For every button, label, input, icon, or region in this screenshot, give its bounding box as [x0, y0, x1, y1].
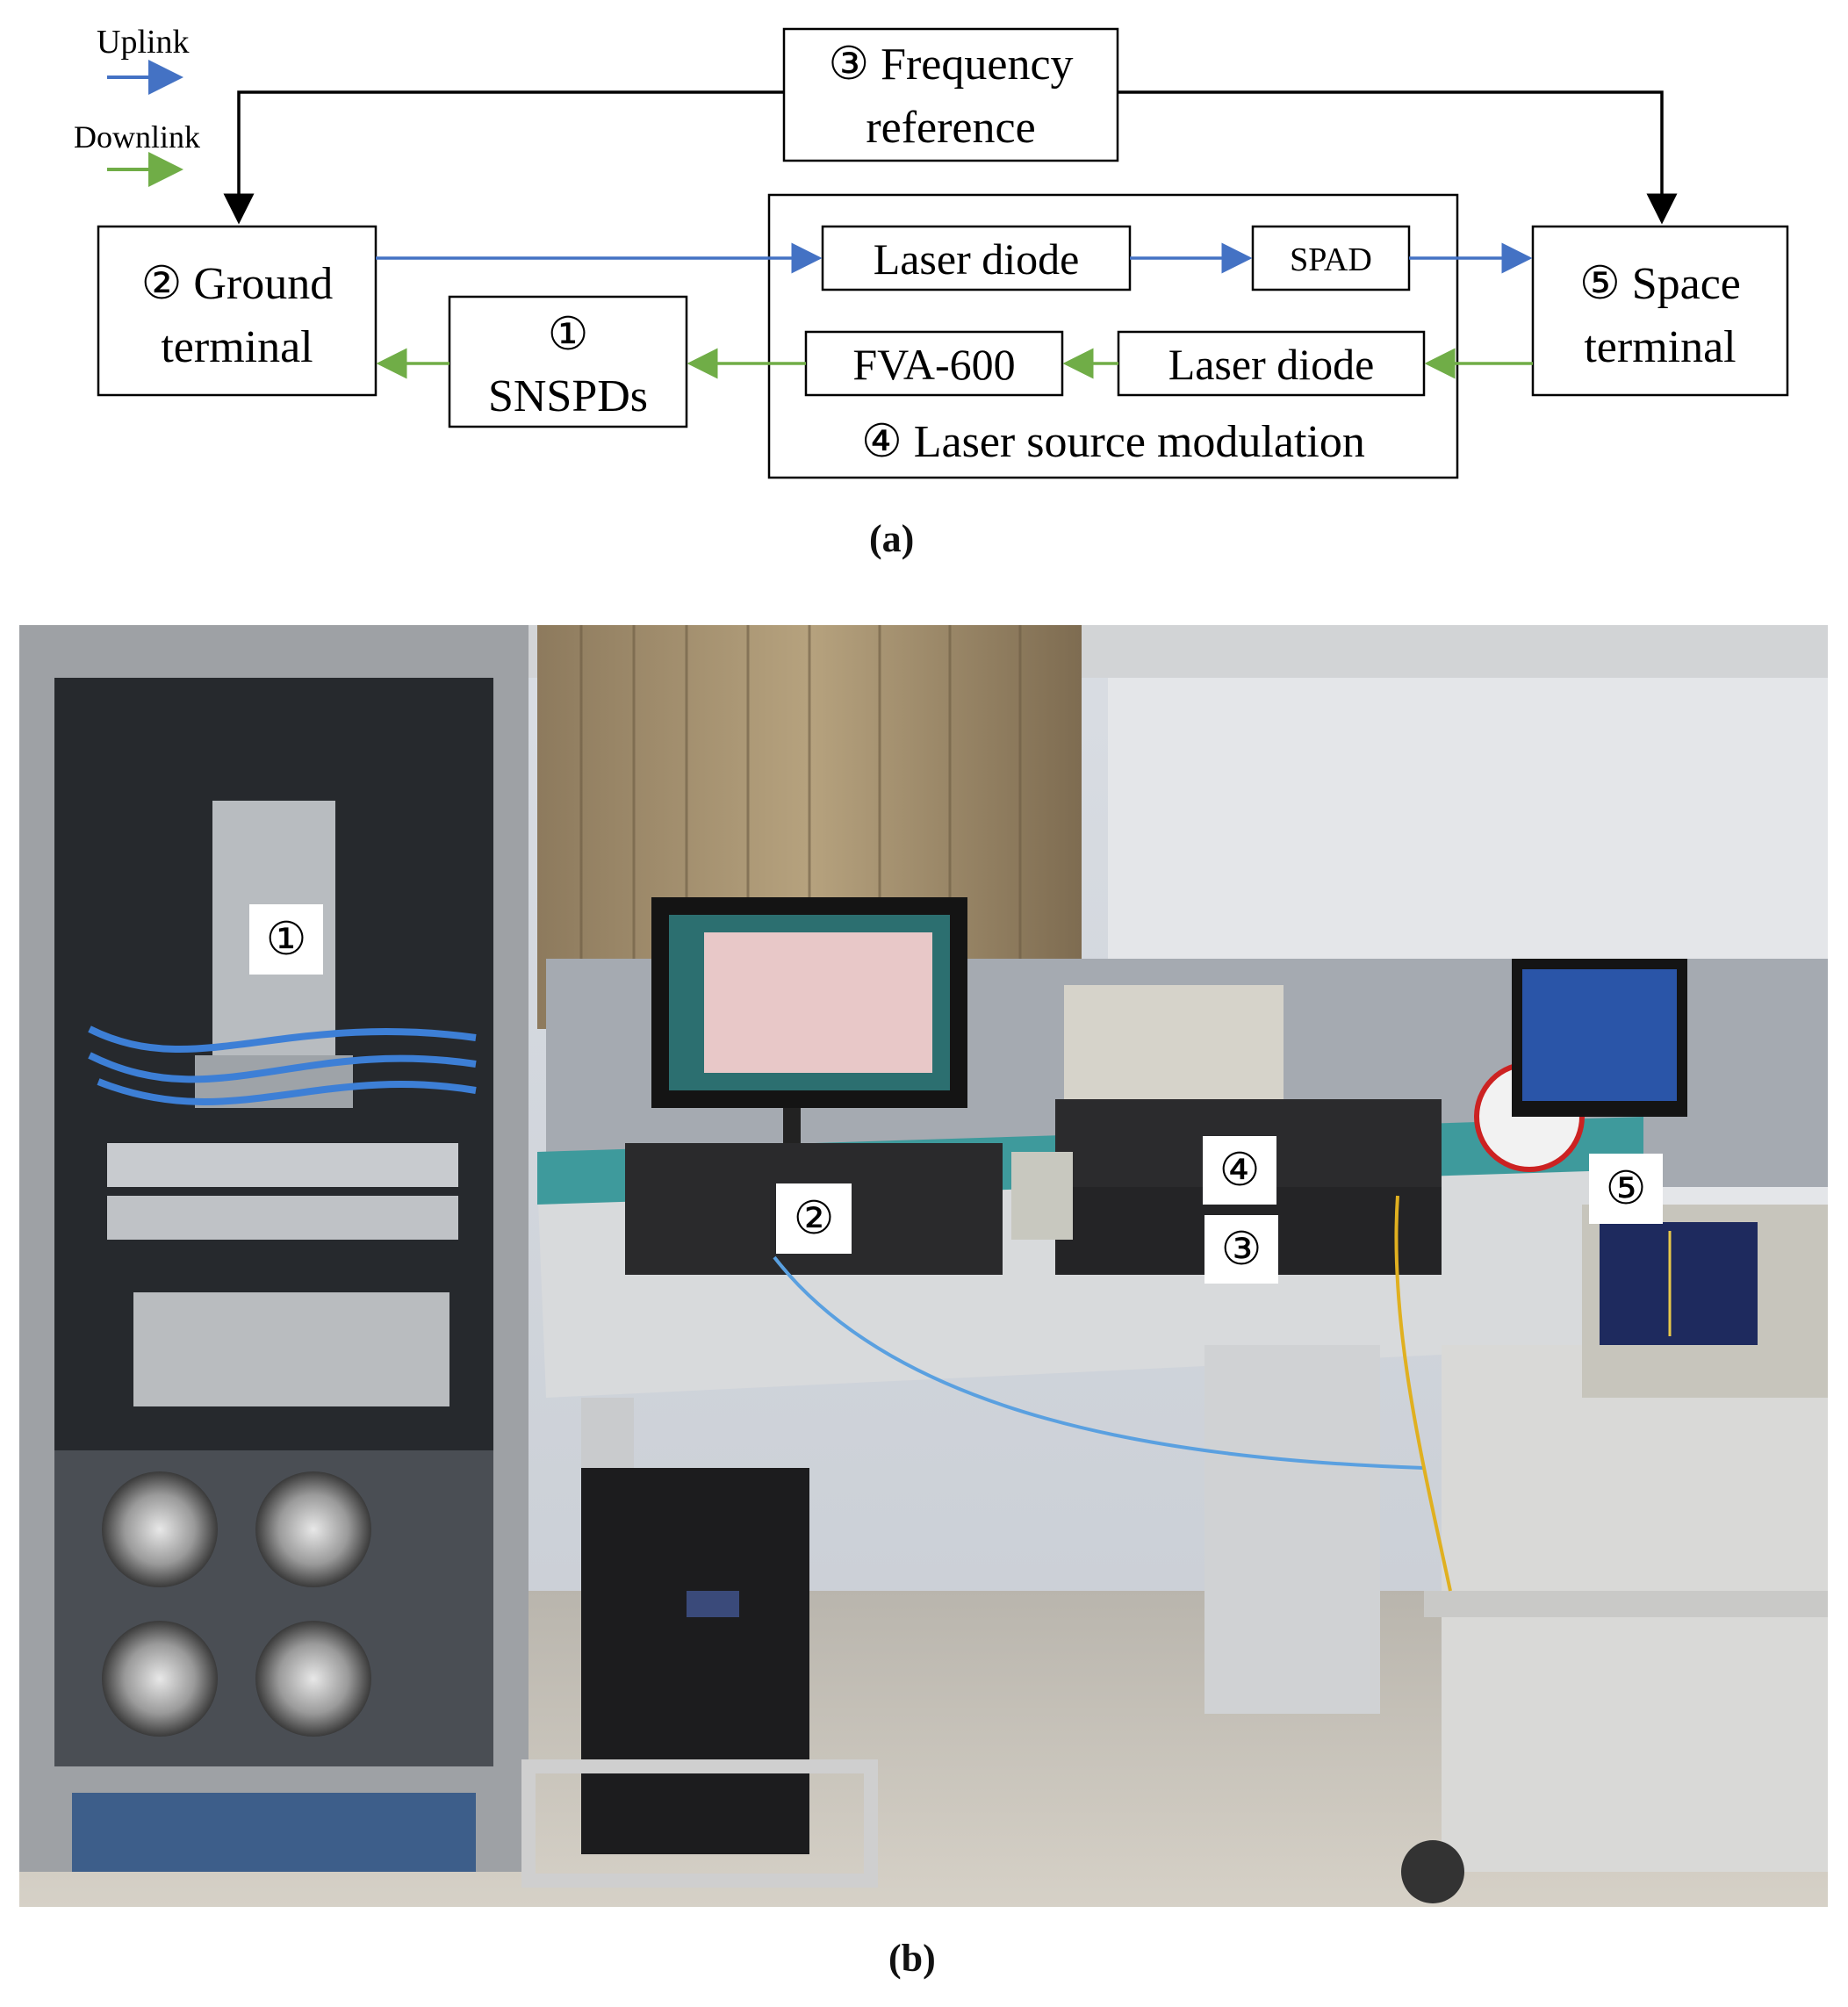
reference-to-ground-arrow [223, 90, 784, 225]
svg-text:②: ② [794, 1194, 835, 1244]
reference-to-space-arrow [1118, 90, 1678, 225]
svg-text:①: ① [266, 915, 307, 965]
space-terminal-box: ⑤ Space terminal [1531, 225, 1789, 397]
instrument-cart [1401, 1205, 1828, 1903]
svg-text:③: ③ [1221, 1225, 1262, 1275]
ground-terminal-box: ② Ground terminal [97, 225, 378, 397]
spad-label: SPAD [1290, 241, 1372, 278]
frequency-reference-box: ③ Frequency reference [782, 27, 1119, 162]
photo-label-3: ③ [1204, 1215, 1278, 1284]
caption-a: (a) [869, 517, 915, 560]
lab-photo: ① ② ③ ④ ⑤ [19, 625, 1828, 1907]
caption-b: (b) [888, 1937, 936, 1980]
monitor-left [651, 897, 967, 1161]
snspd-rack [19, 625, 529, 1872]
spad-box: SPAD [1251, 225, 1411, 291]
ground-terminal-line2: terminal [161, 322, 313, 372]
snspds-line2: SNSPDs [488, 371, 648, 421]
svg-text:④: ④ [1219, 1146, 1261, 1196]
photo-label-2: ② [776, 1183, 852, 1254]
frequency-reference-line1: ③ Frequency [828, 40, 1073, 90]
laser-diode-uplink-box: Laser diode [821, 225, 1132, 291]
system-block-diagram: Uplink Downlink ③ Frequency reference ② … [74, 24, 1789, 479]
legend-uplink-label: Uplink [97, 24, 190, 61]
photo-label-4: ④ [1203, 1136, 1276, 1205]
fiber-cable [773, 1255, 1425, 1470]
fva-600-box: FVA-600 [804, 330, 1064, 397]
svg-text:⑤: ⑤ [1606, 1164, 1647, 1214]
laser-source-modulation-label: ④ Laser source modulation [861, 417, 1365, 467]
frequency-reference-line2: reference [866, 103, 1035, 153]
space-terminal-line1: ⑤ Space [1579, 259, 1741, 309]
laser-diode-downlink-box: Laser diode [1117, 330, 1426, 397]
legend-downlink-label: Downlink [74, 119, 200, 155]
ground-terminal-line1: ② Ground [141, 259, 334, 309]
space-terminal-line2: terminal [1584, 322, 1736, 372]
laser-diode-uplink-label: Laser diode [874, 234, 1080, 284]
laser-diode-downlink-label: Laser diode [1168, 340, 1375, 389]
photo-label-1: ① [249, 904, 323, 975]
snspds-box: ① SNSPDs [448, 295, 688, 428]
photo-label-5: ⑤ [1589, 1154, 1663, 1224]
legend: Uplink Downlink [74, 24, 200, 187]
pc-tower [521, 1468, 878, 1888]
monitor-right [1512, 959, 1687, 1117]
fva-600-label: FVA-600 [852, 340, 1015, 389]
snspds-line1: ① [548, 310, 589, 360]
